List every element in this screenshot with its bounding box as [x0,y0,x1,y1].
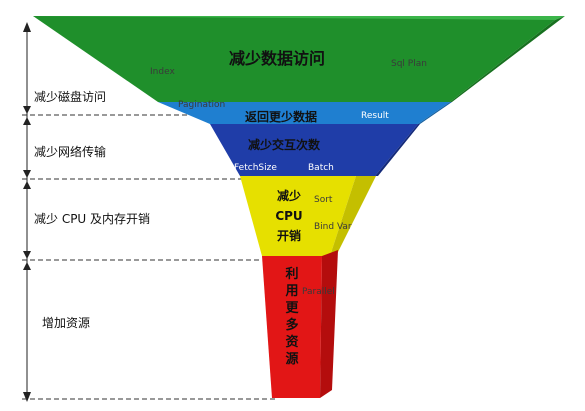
red-title: 利用更多资源 [285,267,299,367]
blue-side [418,102,452,124]
tag-sort: Sort [314,195,333,205]
tier-label-network: 减少网络传输 [34,145,107,159]
navy-side [375,124,420,176]
tier4-arrow-up-icon [23,262,31,270]
blue-title: 返回更少数据 [245,110,318,124]
tier-label-resources: 增加资源 [42,316,91,330]
blue-section [158,102,450,124]
tag-batch: Batch [308,163,334,173]
yellow-title-line3: 开销 [276,229,301,243]
green-side [450,16,565,102]
tag-parallel: Parallel [302,287,335,297]
red-section [262,256,322,398]
tag-result: Result [361,111,389,121]
tier2-arrow-down-icon [23,170,31,178]
navy-title: 减少交互次数 [248,138,321,152]
left-axis [23,22,31,402]
navy-section [210,124,418,176]
tier-label-cpu: 减少 CPU 及内存开销 [34,212,151,226]
tag-sql-plan: Sql Plan [391,59,427,69]
arrow-up-icon [23,22,31,32]
tier-separators [22,114,275,400]
green-title: 减少数据访问 [229,49,326,68]
tag-index: Index [150,67,175,77]
tag-pagination: Pagination [178,100,226,110]
yellow-title-line1: 减少 [276,189,301,203]
arrow-down-icon [23,392,31,402]
tier-label-disk: 减少磁盘访问 [34,90,107,104]
tag-fetchsize: FetchSize [234,163,277,173]
tier1-arrow-down-icon [23,106,31,114]
tier3-arrow-down-icon [23,251,31,259]
green-section [33,16,555,102]
yellow-side [330,176,376,256]
yellow-section [240,176,356,256]
yellow-title-line2: CPU [275,209,303,223]
tag-bind-var: Bind Var [314,222,352,232]
red-side [320,250,338,398]
tier2-arrow-up-icon [23,117,31,125]
tier3-arrow-up-icon [23,181,31,189]
